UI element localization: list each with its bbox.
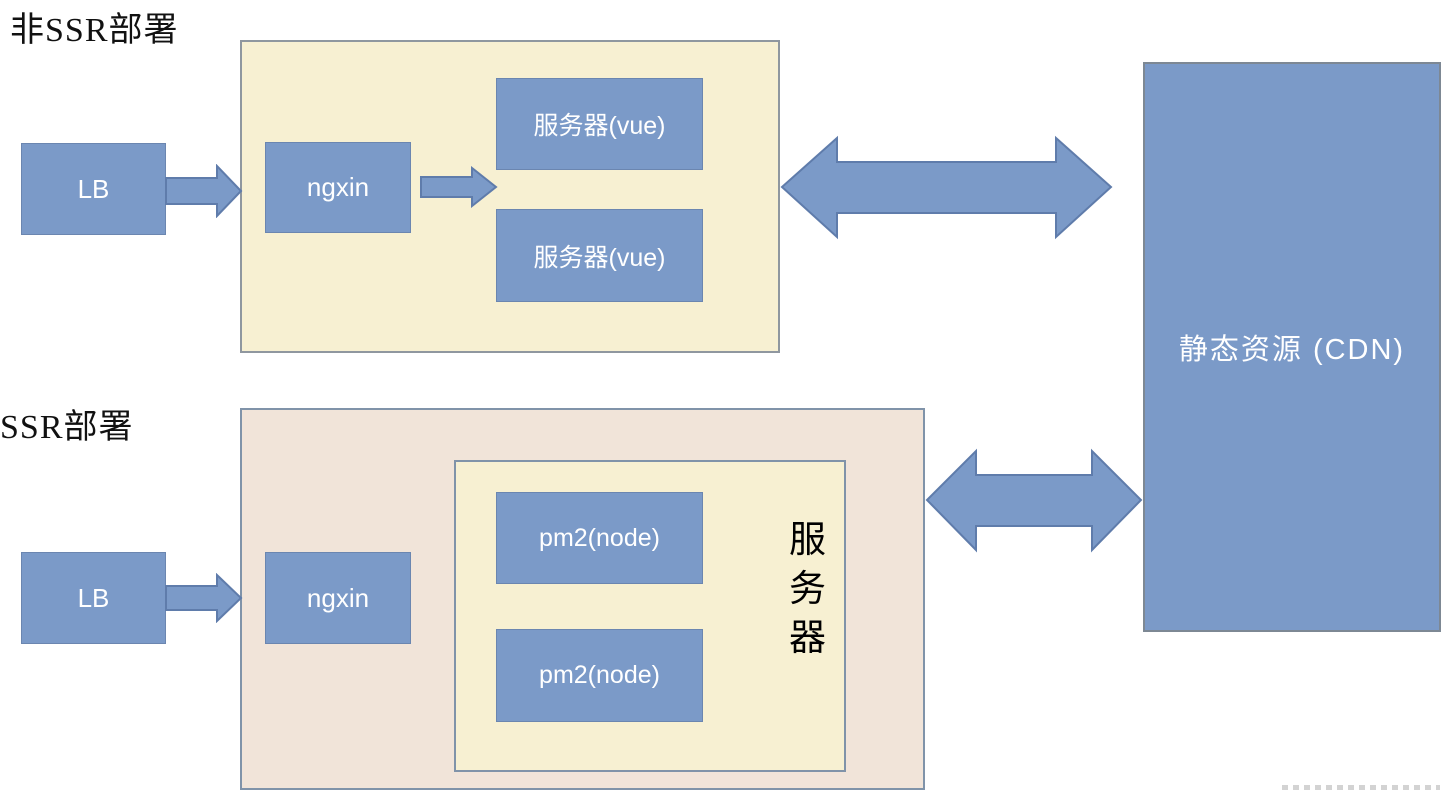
ssr-server-group-label: 服务器 (789, 520, 826, 659)
ssr-pm2-node-2: pm2(node) (496, 629, 703, 722)
arrow-lb-to-nginx-icon (165, 164, 243, 218)
double-arrow-ssr-cdn-icon (925, 448, 1143, 553)
arrow-nginx-to-servers-icon (420, 166, 498, 208)
non-ssr-nginx-node: ngxin (265, 142, 411, 233)
ssr-nginx-node: ngxin (265, 552, 411, 644)
arrow-lb-to-nginx-ssr-icon (165, 573, 243, 623)
ssr-section-title: SSR部署 (0, 409, 134, 446)
non-ssr-server-node-2: 服务器(vue) (496, 209, 703, 302)
ssr-pm2-node-1: pm2(node) (496, 492, 703, 584)
watermark (1282, 785, 1440, 790)
cdn-static-assets-node: 静态资源 (CDN) (1143, 62, 1441, 632)
non-ssr-section-title: 非SSR部署 (10, 12, 179, 49)
non-ssr-lb-node: LB (21, 143, 166, 235)
ssr-lb-node: LB (21, 552, 166, 644)
double-arrow-nonssr-cdn-icon (780, 135, 1113, 240)
non-ssr-server-node-1: 服务器(vue) (496, 78, 703, 170)
